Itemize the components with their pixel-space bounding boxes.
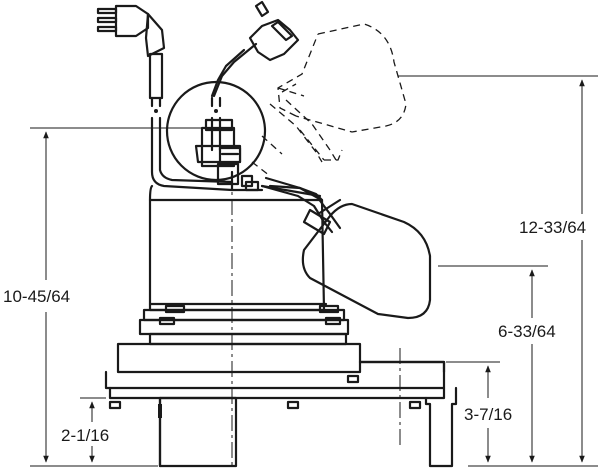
dim-base-height	[446, 361, 500, 463]
ring-guard	[165, 80, 267, 182]
pump-base	[104, 342, 458, 468]
float-switch	[260, 176, 432, 320]
dim-float-height	[438, 265, 548, 463]
cord-bundle	[194, 116, 260, 192]
float-switch-raised	[251, 23, 407, 177]
plug-left-icon	[96, 4, 166, 100]
label-body-height: 10-45/64	[3, 287, 70, 306]
flange	[138, 304, 350, 346]
dim-body-height	[30, 127, 210, 467]
label-base-height: 3-7/16	[464, 405, 512, 424]
dim-foot-height	[80, 397, 106, 463]
label-float-height: 6-33/64	[498, 322, 556, 341]
label-foot-height: 2-1/16	[61, 426, 109, 445]
motor-housing	[148, 170, 328, 312]
dim-overall-height	[398, 75, 598, 467]
plug-right-icon	[210, 0, 300, 98]
label-overall-height: 12-33/64	[519, 218, 586, 237]
